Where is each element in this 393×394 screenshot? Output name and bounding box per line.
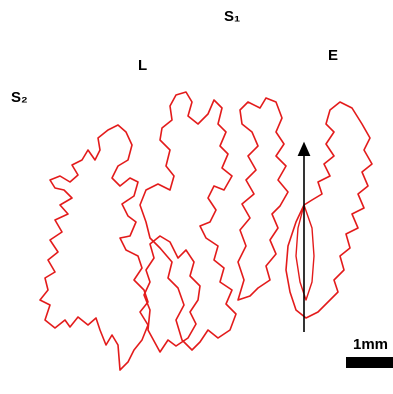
scale-bar	[346, 357, 393, 368]
lobe-l-outline	[140, 92, 236, 350]
lobe-s2-outline	[40, 125, 148, 370]
lobe-l-lower-outline	[144, 236, 200, 352]
lobe-e-midrib-outline	[296, 205, 314, 300]
lobe-e-outline	[286, 102, 372, 318]
lobe-s1-outline	[238, 98, 288, 300]
